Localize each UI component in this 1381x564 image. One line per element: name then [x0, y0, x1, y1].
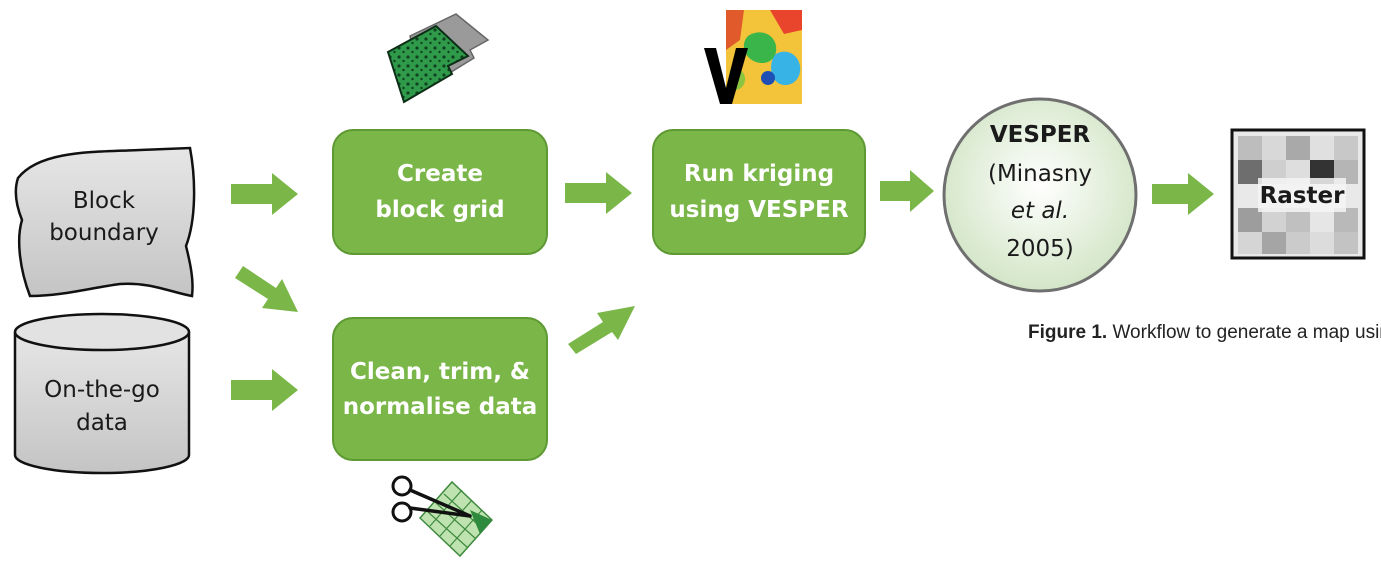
vesper-year-label: 2005) [1006, 236, 1074, 262]
vesper-etal-label: et al. [1011, 198, 1069, 224]
clean-trim-label-1: Clean, trim, & [350, 359, 530, 385]
kriging-map-thumbnail-icon [704, 10, 802, 104]
arrow-boundary-to-grid [231, 173, 298, 215]
vesper-reference-node: VESPER (Minasny et al. 2005) [942, 97, 1138, 293]
vesper-author-label: (Minasny [988, 161, 1092, 187]
block-boundary-label-1: Block [73, 188, 136, 214]
block-boundary-node: Block boundary [14, 146, 196, 298]
figure-caption-label: Figure 1. [1028, 322, 1108, 343]
create-grid-label-1: Create [397, 161, 483, 187]
on-the-go-data-node: On-the-go data [13, 312, 191, 475]
vesper-label: VESPER [990, 122, 1091, 148]
on-the-go-label-1: On-the-go [44, 377, 160, 403]
figure-caption-text: Workflow to generate a map using PAT. [1112, 322, 1381, 343]
arrows [231, 170, 1214, 411]
raster-label: Raster [1260, 183, 1346, 209]
run-kriging-label-2: using VESPER [669, 197, 848, 223]
figure-caption: Figure 1. Workflow to generate a map usi… [1028, 322, 1381, 344]
create-block-grid-node: Create block grid [332, 129, 548, 255]
run-kriging-label-1: Run kriging [684, 161, 834, 187]
block-boundary-label-2: boundary [49, 220, 159, 246]
arrow-grid-to-kriging [565, 172, 632, 214]
arrow-kriging-to-vesper [880, 170, 934, 212]
run-kriging-node: Run kriging using VESPER [652, 129, 866, 255]
block-grid-thumbnail-icon [386, 13, 490, 104]
arrow-clean-to-kriging [568, 306, 635, 354]
clean-trim-node: Clean, trim, & normalise data [332, 317, 548, 461]
arrow-vesper-to-raster [1152, 173, 1214, 215]
arrow-data-to-clean [231, 369, 298, 411]
on-the-go-label-2: data [76, 410, 128, 436]
raster-node: Raster [1230, 128, 1366, 260]
clean-trim-label-2: normalise data [343, 394, 538, 420]
scissors-table-thumbnail-icon [391, 475, 494, 558]
create-grid-label-2: block grid [375, 197, 504, 223]
arrow-boundary-to-clean [235, 266, 298, 312]
